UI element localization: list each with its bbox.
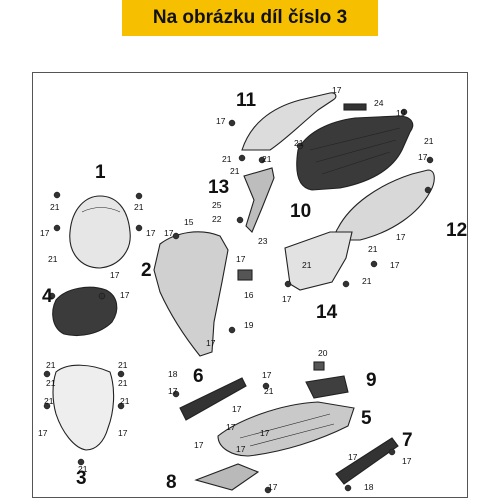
label-part-8: 8 — [166, 472, 177, 493]
part-7-shape — [335, 437, 399, 485]
hw-17: 17 — [236, 444, 246, 454]
fasteners — [43, 108, 434, 494]
label-part-6: 6 — [193, 366, 204, 387]
hw-17: 17 — [164, 228, 174, 238]
part-10-shape — [296, 115, 414, 191]
label-part-2: 2 — [141, 260, 152, 281]
hardware-labels: 17 24 19 17 21 21 21 21 17 25 22 15 21 2… — [38, 85, 434, 492]
label-part-13: 13 — [208, 177, 229, 198]
label-part-5: 5 — [361, 408, 372, 429]
hw-21: 21 — [44, 396, 54, 406]
part-3-shape — [52, 364, 115, 451]
label-part-4: 4 — [42, 286, 53, 307]
hw-21: 21 — [264, 386, 274, 396]
hw-17: 17 — [232, 404, 242, 414]
label-part-1: 1 — [95, 162, 106, 183]
hw-17: 17 — [418, 152, 428, 162]
label-part-9: 9 — [366, 370, 377, 391]
hw-21: 21 — [46, 360, 56, 370]
part-8-shape — [194, 463, 260, 491]
part-9-shape — [305, 375, 349, 399]
hw-21: 21 — [134, 202, 144, 212]
hw-21: 21 — [424, 136, 434, 146]
hw-17: 17 — [110, 270, 120, 280]
hw-16: 16 — [244, 290, 254, 300]
hw-21: 21 — [118, 360, 128, 370]
hw-17: 17 — [262, 370, 272, 380]
hw-17: 17 — [390, 260, 400, 270]
hw-17: 17 — [206, 338, 216, 348]
hw-21: 21 — [120, 396, 130, 406]
title-banner: Na obrázku díl číslo 3 — [122, 0, 378, 36]
hw-21: 21 — [368, 244, 378, 254]
label-part-12: 12 — [446, 220, 467, 241]
banner-text: Na obrázku díl číslo 3 — [152, 7, 348, 28]
part-11-shape — [241, 92, 337, 151]
label-part-3: 3 — [76, 468, 87, 489]
hw-17: 17 — [402, 456, 412, 466]
hw-24: 24 — [374, 98, 384, 108]
hw-17: 17 — [268, 482, 278, 492]
diagram-frame — [32, 72, 468, 498]
hw-18: 18 — [168, 369, 178, 379]
hw-17: 17 — [226, 422, 236, 432]
hw-17: 17 — [38, 428, 48, 438]
hw-21: 21 — [50, 202, 60, 212]
hw-17: 17 — [348, 452, 358, 462]
part-20-shape — [313, 361, 325, 371]
part-4-shape — [52, 286, 118, 337]
hw-17: 17 — [332, 85, 342, 95]
hw-21: 21 — [302, 260, 312, 270]
hw-17: 17 — [120, 290, 130, 300]
hw-15: 15 — [184, 217, 194, 227]
hw-21: 21 — [46, 378, 56, 388]
hw-21: 21 — [362, 276, 372, 286]
hw-17: 17 — [40, 228, 50, 238]
hw-17: 17 — [282, 294, 292, 304]
hw-17: 17 — [236, 254, 246, 264]
hw-21: 21 — [78, 464, 88, 474]
hw-21: 21 — [222, 154, 232, 164]
hw-21: 21 — [294, 138, 304, 148]
part-1-shape — [69, 195, 131, 269]
hw-21: 21 — [262, 154, 272, 164]
part-6-shape — [179, 377, 247, 421]
label-part-7: 7 — [402, 430, 413, 451]
hw-17: 17 — [396, 232, 406, 242]
label-part-14: 14 — [316, 302, 338, 323]
label-part-11: 11 — [236, 90, 257, 111]
hw-21: 21 — [230, 166, 240, 176]
part-13-shape — [243, 167, 275, 233]
hw-19: 19 — [244, 320, 254, 330]
hw-17: 17 — [194, 440, 204, 450]
hw-17: 17 — [216, 116, 226, 126]
hw-18: 18 — [364, 482, 374, 492]
hw-25: 25 — [212, 200, 222, 210]
hw-22: 22 — [212, 214, 222, 224]
part-14-shape — [284, 231, 353, 291]
hw-17: 17 — [260, 428, 270, 438]
part-2-shape — [153, 231, 229, 357]
hw-23: 23 — [258, 236, 268, 246]
hw-19: 19 — [396, 108, 406, 118]
hw-17: 17 — [146, 228, 156, 238]
part-5-shape — [217, 401, 355, 457]
hw-17: 17 — [168, 386, 178, 396]
part-24-shape — [343, 103, 367, 111]
hw-21: 21 — [118, 378, 128, 388]
hw-20: 20 — [318, 348, 328, 358]
part-16-shape — [237, 269, 253, 281]
hw-21: 21 — [48, 254, 58, 264]
label-part-10: 10 — [290, 201, 311, 222]
hw-17: 17 — [118, 428, 128, 438]
